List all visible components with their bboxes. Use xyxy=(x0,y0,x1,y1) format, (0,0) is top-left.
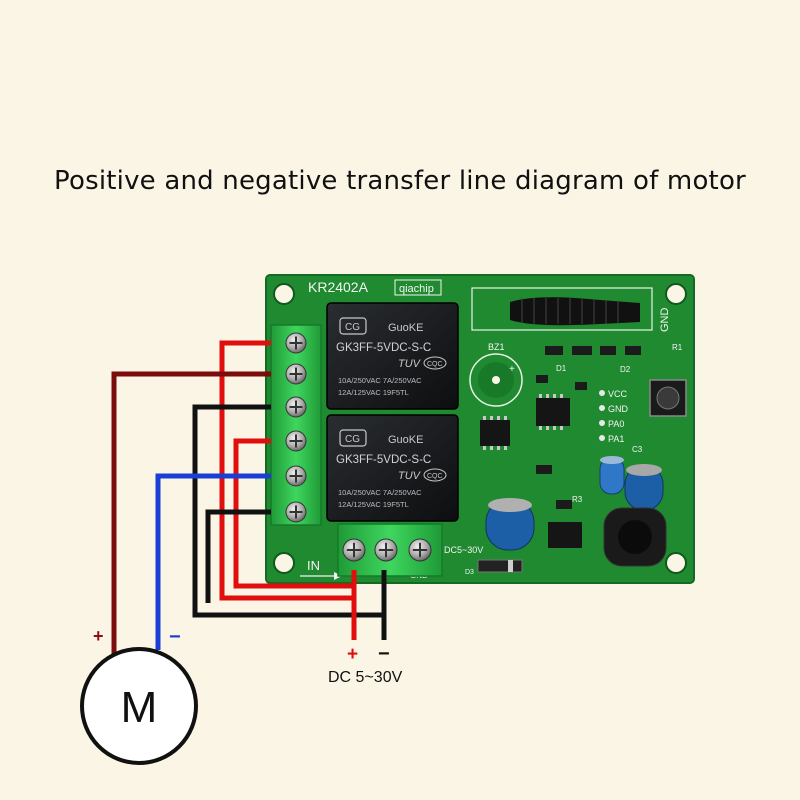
output-terminal-block xyxy=(270,324,322,526)
pin-vcc-label: VCC xyxy=(608,389,628,399)
comp-r3-label: R3 xyxy=(572,495,583,504)
output-terminal-screw-3 xyxy=(285,396,307,418)
pin-gnd-label: GND xyxy=(608,404,629,414)
relay-1-logo-mark: CG xyxy=(345,322,360,333)
output-terminal-screw-5 xyxy=(285,465,307,487)
driver-chip xyxy=(480,420,510,446)
diode-band xyxy=(508,560,513,572)
gnd-vertical-label: GND xyxy=(659,308,671,333)
power-terminal-screw-2 xyxy=(374,538,398,562)
relay-1-cqc-badge xyxy=(423,356,447,370)
pin-pa0-label: PA0 xyxy=(608,419,624,429)
comp-d3-label: D3 xyxy=(465,569,474,576)
mount-hole-bottom-left xyxy=(273,552,295,574)
learn-button-cap xyxy=(656,386,680,410)
buzzer-outline xyxy=(469,353,523,407)
relay-1-rating-1: 10A/250VAC 7A/250VAC xyxy=(338,376,422,385)
output-terminal-screw-1 xyxy=(285,332,307,354)
diagram-title: Positive and negative transfer line diag… xyxy=(54,166,746,196)
supply-voltage-label: DC 5~30V xyxy=(328,669,403,686)
regulator-chip xyxy=(548,522,582,548)
relay-1-body xyxy=(326,302,459,410)
relay-1-brand: GuoKE xyxy=(388,322,423,334)
relay-1: CG GuoKE GK3FF-5VDC-S-C TUV CQC 10A/250V… xyxy=(326,302,459,410)
motor-minus-sign: − xyxy=(169,626,181,648)
comp-c3-label: C3 xyxy=(632,445,643,454)
relay-2: CG GuoKE GK3FF-5VDC-S-C TUV CQC 10A/250V… xyxy=(326,414,459,522)
driver-pins xyxy=(483,416,507,450)
comp-d1-label: D1 xyxy=(556,364,567,373)
relay-2-cert-2: CQC xyxy=(427,473,443,480)
mount-hole-bottom-right xyxy=(665,552,687,574)
motor-plus-sign: + xyxy=(93,626,104,646)
relay-2-cert: TUV xyxy=(398,470,422,482)
mount-hole-top-right xyxy=(665,283,687,305)
relay-1-logo xyxy=(339,317,367,335)
power-terminal-screws xyxy=(342,538,432,562)
in-label: IN xyxy=(307,558,320,573)
relay-2-logo xyxy=(339,429,367,447)
output-terminal-screw-2 xyxy=(285,363,307,385)
relay-2-rating-2: 12A/125VAC 19F5TL xyxy=(338,500,409,509)
mount-hole-top-left xyxy=(273,283,295,305)
capacitor-large-top xyxy=(488,498,532,512)
wire-black-top xyxy=(192,404,384,618)
smd-components xyxy=(536,346,641,509)
board-brand-label: qiachip xyxy=(399,283,434,295)
relay-2-logo-mark: CG xyxy=(345,434,360,445)
board-model-label: KR2402A xyxy=(308,279,369,295)
capacitor-medium-top xyxy=(626,464,662,476)
output-terminal-screws xyxy=(285,332,307,523)
buzzer-label: BZ1 xyxy=(488,342,505,352)
inductor-core xyxy=(618,520,652,554)
supply-minus-sign: − xyxy=(378,643,390,665)
rf-module-outline xyxy=(471,287,653,331)
relay-1-rating-2: 12A/125VAC 19F5TL xyxy=(338,388,409,397)
relay-2-model: GK3FF-5VDC-S-C xyxy=(336,454,431,466)
relay-1-cert: TUV xyxy=(398,358,422,370)
motor-symbol xyxy=(80,647,198,765)
motor-label: M xyxy=(121,683,158,732)
output-terminal-screw-6 xyxy=(285,501,307,523)
relay-1-cert-2: CQC xyxy=(427,361,443,368)
relay-1-model: GK3FF-5VDC-S-C xyxy=(336,342,431,354)
diode-d3 xyxy=(477,559,523,573)
brand-box xyxy=(394,279,442,296)
dc-board-label: DC5~30V xyxy=(444,545,483,555)
relay-2-rating-1: 10A/250VAC 7A/250VAC xyxy=(338,488,422,497)
relay-2-brand: GuoKE xyxy=(388,434,423,446)
comp-d2-label: D2 xyxy=(620,365,631,374)
power-terminal-block xyxy=(337,523,443,577)
wire-black-bottom xyxy=(205,509,271,603)
output-terminal-screw-4 xyxy=(285,430,307,452)
mcu-chip xyxy=(536,398,570,426)
relay-2-body xyxy=(326,414,459,522)
wire-brown-motor-plus xyxy=(111,371,271,655)
power-terminal-screw-3 xyxy=(408,538,432,562)
supply-plus-sign: + xyxy=(347,644,358,665)
capacitor-small-top xyxy=(600,456,624,464)
comp-r1-label: R1 xyxy=(672,343,683,352)
output-terminal-housing xyxy=(270,324,322,526)
mcu-pins xyxy=(539,394,563,430)
pin-pa1-label: PA1 xyxy=(608,434,624,444)
power-terminal-screw-1 xyxy=(342,538,366,562)
wire-blue-motor-minus xyxy=(155,473,271,650)
buzzer-hole xyxy=(492,376,500,384)
wires xyxy=(111,340,387,655)
buzzer-plus-mark: + xyxy=(509,364,515,375)
relay-2-cqc-badge xyxy=(423,468,447,482)
antenna-coil-turns xyxy=(521,298,619,324)
header-pins xyxy=(599,390,605,441)
antenna-coil xyxy=(510,297,640,326)
